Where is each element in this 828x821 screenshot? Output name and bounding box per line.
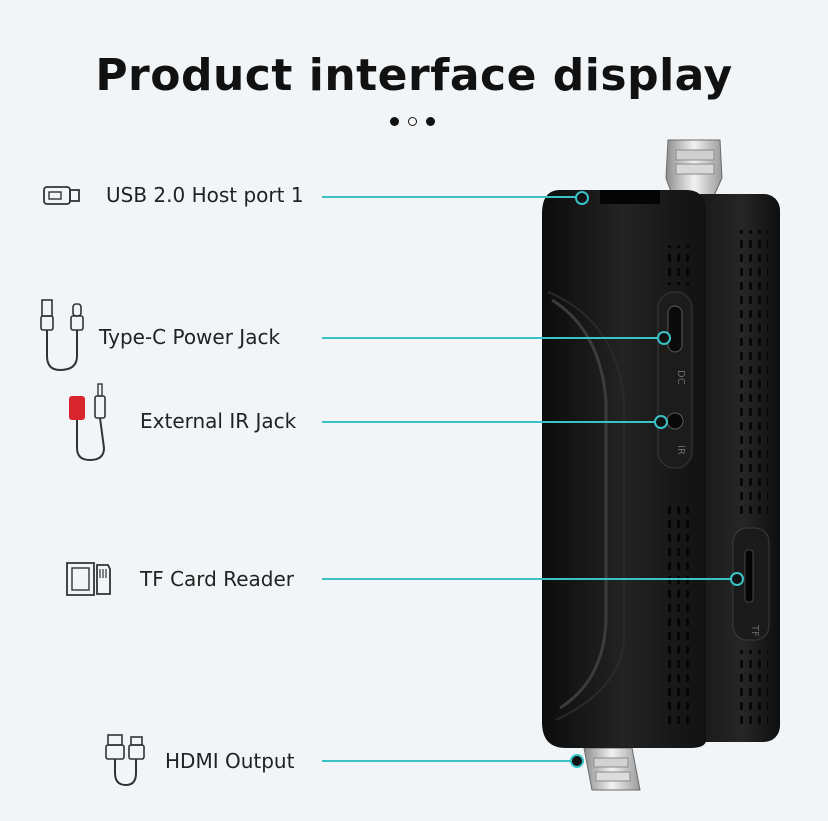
callout-pin-type-c — [657, 331, 671, 345]
ir-cable-icon — [69, 383, 106, 462]
carousel-indicator — [390, 117, 435, 126]
carousel-dot[interactable] — [390, 117, 399, 126]
device-front-body: DC IR — [542, 190, 706, 748]
usb-drive-icon — [43, 186, 80, 205]
svg-text:DC: DC — [675, 370, 686, 385]
hdmi-cable-icon — [105, 734, 145, 787]
callout-pin-hdmi — [570, 754, 584, 768]
svg-text:IR: IR — [675, 445, 686, 455]
feature-label-type-c: Type-C Power Jack — [99, 325, 281, 349]
sd-card-icon — [66, 562, 111, 596]
callout-pin-ir — [654, 415, 668, 429]
callout-line-tf — [322, 578, 734, 580]
svg-text:TF: TF — [749, 624, 760, 637]
callout-pin-tf — [730, 572, 744, 586]
callout-pin-usb — [575, 191, 589, 205]
callout-line-type-c — [322, 337, 662, 339]
callout-line-hdmi — [322, 760, 576, 762]
feature-label-usb: USB 2.0 Host port 1 — [106, 183, 304, 207]
device-rear-body: TF — [686, 194, 780, 742]
callout-line-ir — [322, 421, 660, 423]
carousel-dot-active[interactable] — [408, 117, 417, 126]
usb-cable-icon — [40, 299, 84, 372]
callout-line-usb — [322, 196, 580, 198]
carousel-dot[interactable] — [426, 117, 435, 126]
feature-label-tf: TF Card Reader — [140, 567, 295, 591]
feature-label-ir: External IR Jack — [140, 409, 297, 433]
page-title: Product interface display — [95, 50, 733, 101]
feature-label-hdmi: HDMI Output — [165, 749, 295, 773]
